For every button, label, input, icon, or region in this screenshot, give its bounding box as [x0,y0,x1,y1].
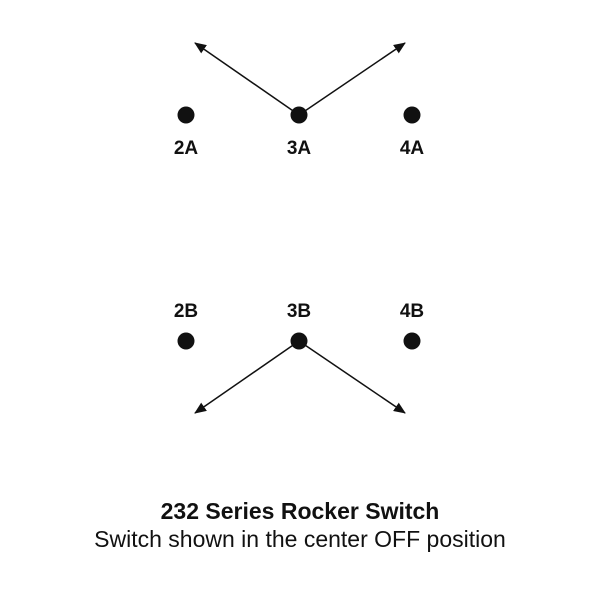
terminal-dot-4a [403,106,421,124]
caption-title: 232 Series Rocker Switch [160,498,440,524]
terminal-label-3a: 3A [287,138,312,159]
terminal-dot-2b [177,332,195,350]
terminal-label-4b: 4B [400,301,424,322]
terminal-dot-2a [177,106,195,124]
contact-arm-3a-to-4a [298,42,406,116]
contact-arm-3b-to-4b [298,340,406,414]
terminal-dot-3a [290,106,308,124]
contact-arm-3a-to-2a [194,42,300,116]
terminal-dot-4b [403,332,421,350]
terminal-label-3b: 3B [287,301,311,322]
terminal-label-2a: 2A [174,138,199,159]
terminal-dot-3b [290,332,308,350]
terminal-label-2b: 2B [174,301,198,322]
terminal-label-4a: 4A [400,138,425,159]
contact-arm-3b-to-2b [194,340,300,414]
caption-subtitle: Switch shown in the center OFF position [94,526,506,552]
